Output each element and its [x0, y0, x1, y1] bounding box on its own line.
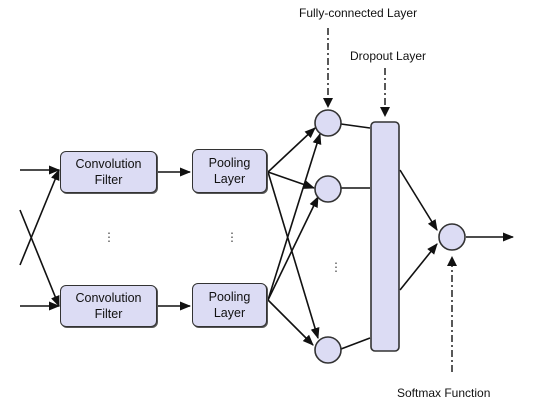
- fc-neuron-3: [314, 336, 342, 364]
- n1-to-dropout: [340, 123, 371, 129]
- dropout-to-output-top: [399, 169, 438, 231]
- ellipsis-pool: ⋮: [226, 230, 238, 244]
- pool-bottom-line2: Layer: [213, 306, 246, 320]
- conv-bottom-line1: Convolution: [75, 291, 142, 305]
- n3-to-dropout: [340, 337, 371, 350]
- conv-top-line1: Convolution: [75, 157, 142, 171]
- fc-neuron-1: [314, 109, 342, 137]
- fc-indicator-head: [323, 98, 333, 108]
- input-cross-line-1: [19, 209, 60, 308]
- ellipsis-conv: ⋮: [103, 230, 115, 244]
- fc-neuron-2: [314, 175, 342, 203]
- pool-top-to-n1: [267, 127, 316, 173]
- ellipsis-fc: ⋮: [330, 260, 342, 274]
- pool-bottom-to-n1: [267, 132, 322, 301]
- softmax-indicator-head: [447, 256, 457, 266]
- pool-bottom-to-n3: [267, 299, 314, 346]
- dropout-label: Dropout Layer: [350, 49, 427, 63]
- conv-top-line2: Filter: [94, 173, 123, 187]
- pool-top-line1: Pooling: [208, 156, 251, 170]
- pool-top-line2: Layer: [213, 172, 246, 186]
- pool-bottom-to-n2: [267, 195, 319, 301]
- conv-bottom-line2: Filter: [94, 307, 123, 321]
- fully-connected-label: Fully-connected Layer: [299, 6, 418, 20]
- softmax-label: Softmax Function: [397, 386, 491, 400]
- pooling-layer-bottom: Pooling Layer: [192, 283, 267, 327]
- pooling-layer-top: Pooling Layer: [192, 149, 267, 193]
- softmax-neuron: [438, 223, 466, 251]
- pool-bottom-line1: Pooling: [208, 290, 251, 304]
- input-cross-line-2: [19, 168, 60, 266]
- dropout-to-output-bottom: [399, 243, 438, 291]
- pool-top-to-n2: [267, 171, 316, 189]
- convolution-filter-bottom: Convolution Filter: [60, 285, 157, 327]
- dropout-indicator-head: [380, 107, 390, 117]
- dropout-bar: [370, 121, 400, 352]
- convolution-filter-top: Convolution Filter: [60, 151, 157, 193]
- pool-top-to-n3: [267, 171, 320, 340]
